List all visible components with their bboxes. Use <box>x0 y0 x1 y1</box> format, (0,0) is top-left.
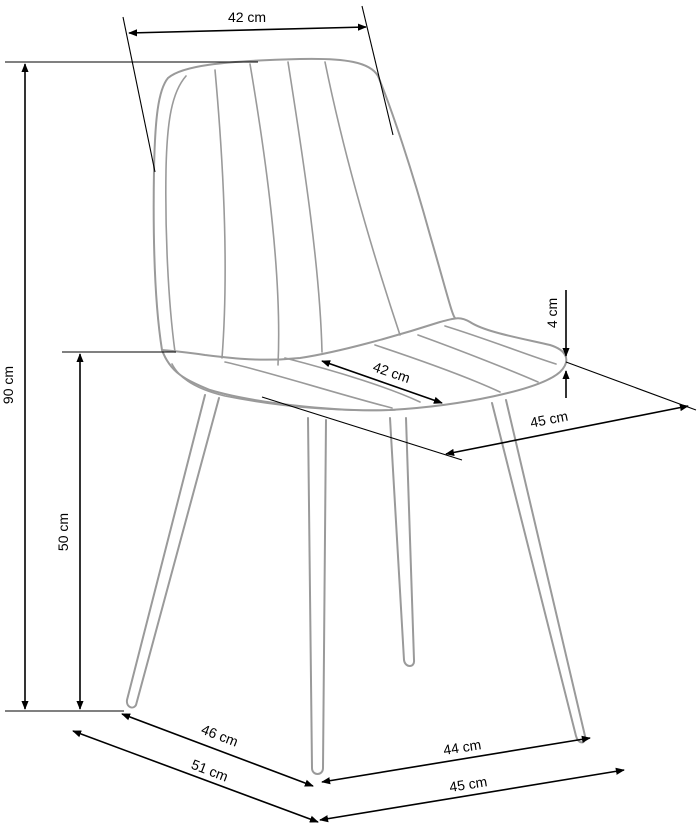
seat-rib <box>417 334 539 383</box>
seat-rib <box>374 344 501 393</box>
backrest-rib <box>249 63 280 366</box>
seat-width-dimension-line <box>445 404 689 456</box>
base-width-dimension-line <box>319 767 625 823</box>
front-right-leg <box>491 399 587 744</box>
base-depth-label: 51 cm <box>189 756 230 785</box>
seat-rib <box>444 325 557 365</box>
extension-line <box>565 361 697 411</box>
backrest-rib <box>214 69 226 359</box>
seat-depth-dimension-line <box>321 360 443 404</box>
back-width-dimension-line <box>128 23 367 37</box>
back-width-label: 42 cm <box>228 9 266 25</box>
seat-thickness-label: 4 cm <box>544 298 560 328</box>
backrest-inner-edge <box>165 75 187 353</box>
seat-width-label: 45 cm <box>529 408 569 431</box>
front-left-leg <box>125 394 220 709</box>
base-width-label: 45 cm <box>448 773 488 795</box>
backrest-rib <box>287 61 323 353</box>
seat-depth-label: 42 cm <box>371 359 412 387</box>
backrest-rib <box>324 61 401 336</box>
seat-outline <box>161 317 568 412</box>
backrest-outline <box>152 57 456 351</box>
total-height-label: 90 cm <box>0 366 16 404</box>
seat-height-label: 50 cm <box>55 513 71 551</box>
seat-front-edge <box>171 363 396 412</box>
chair-illustration <box>125 57 587 775</box>
base-depth-dimension-line <box>72 730 319 823</box>
dimension-lines <box>5 5 697 823</box>
leg-width-label: 44 cm <box>442 736 482 758</box>
back-left-leg <box>307 417 327 775</box>
extension-line <box>122 16 156 173</box>
extension-line <box>261 396 463 461</box>
back-right-leg <box>389 417 416 667</box>
dimension-labels: 42 cm 90 cm 50 cm 4 cm 42 cm 45 cm 46 cm… <box>0 9 569 795</box>
extension-line <box>361 5 394 136</box>
